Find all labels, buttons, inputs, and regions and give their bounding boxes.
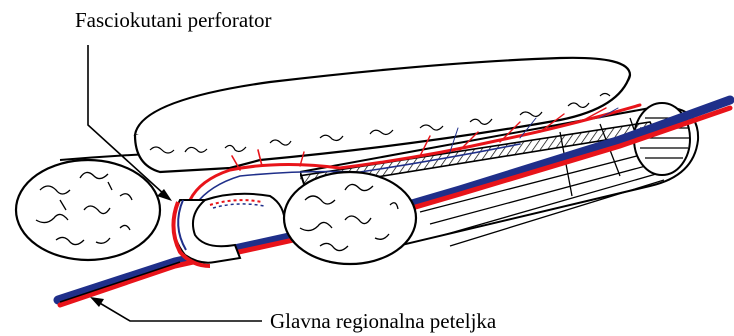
left-muscle-end — [16, 160, 160, 260]
perforator-label: Fasciokutani perforator — [75, 10, 272, 31]
right-muscle-end — [284, 172, 416, 264]
arrow-head-icon — [90, 297, 104, 307]
pedicle-label: Glavna regionalna peteljka — [270, 311, 496, 332]
pedicle-leader — [90, 297, 262, 321]
